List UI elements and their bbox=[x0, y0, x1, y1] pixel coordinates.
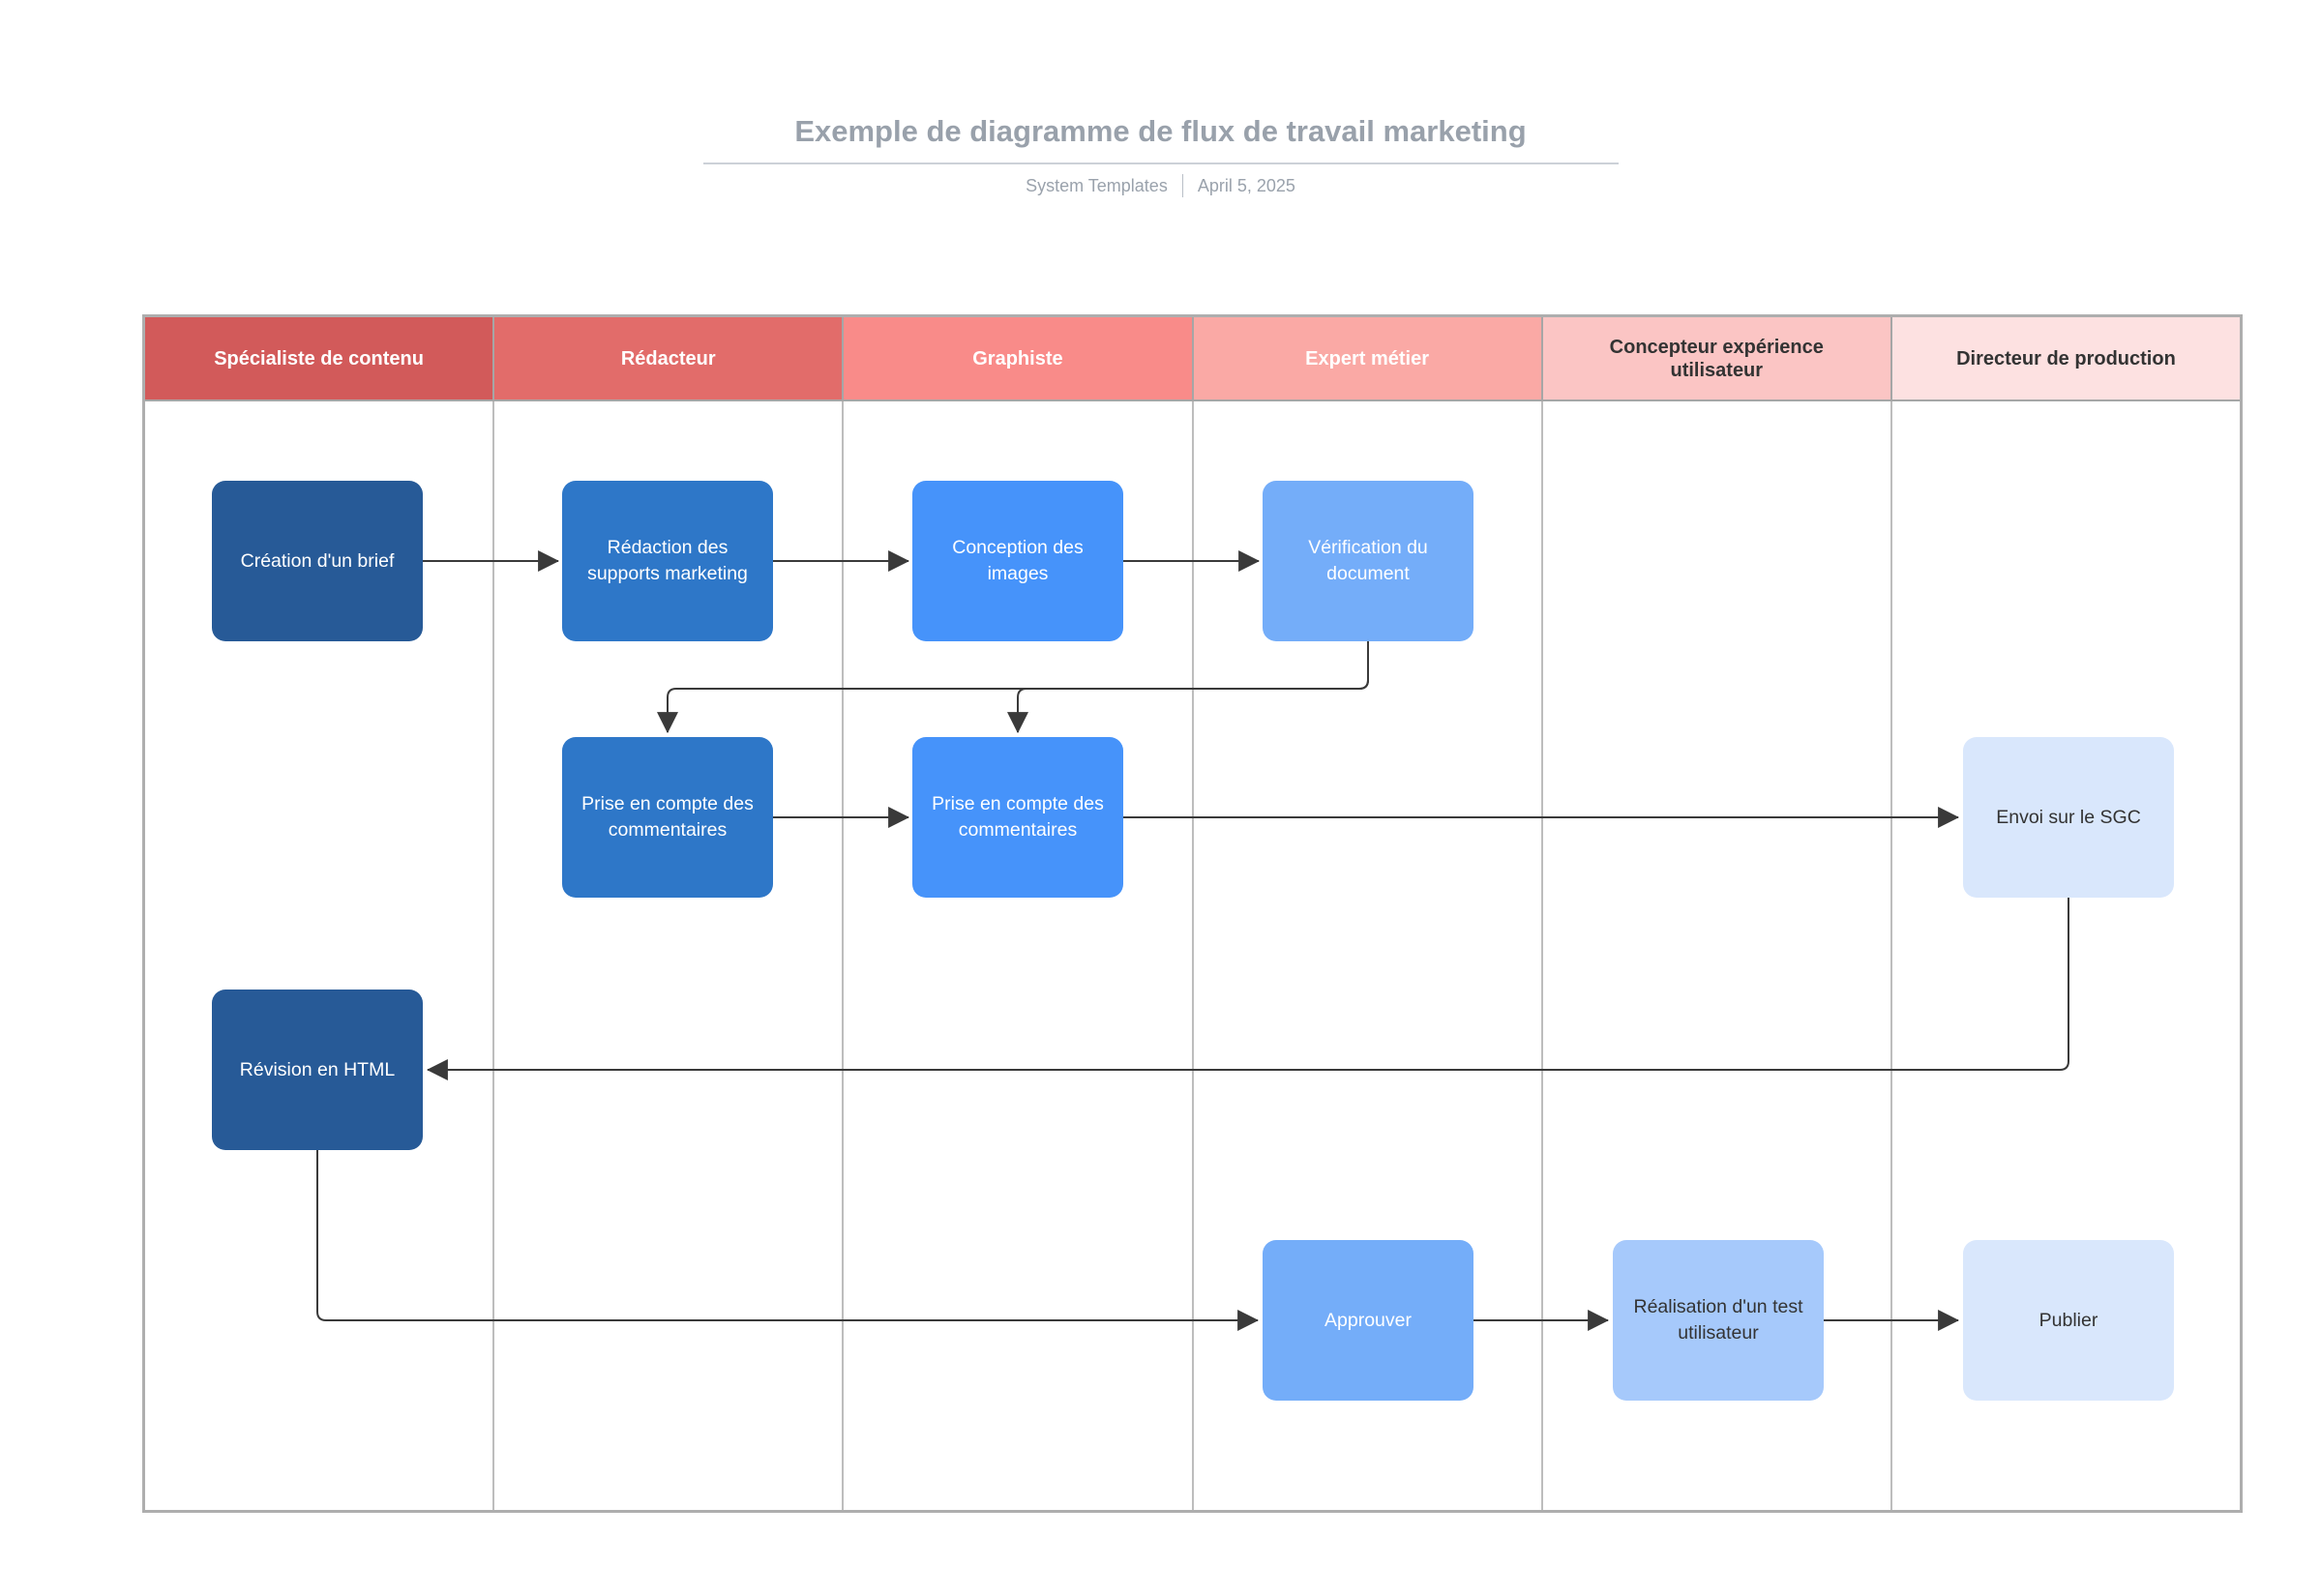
page-title: Exemple de diagramme de flux de travail … bbox=[702, 114, 1619, 164]
lane-header-redacteur[interactable]: Rédacteur bbox=[494, 317, 845, 399]
node-label: Réalisation d'un test utilisateur bbox=[1633, 1296, 1803, 1344]
node-creation-brief[interactable]: Création d'un brief bbox=[212, 481, 423, 641]
node-label: Rédaction des supports marketing bbox=[587, 537, 748, 584]
author-label: System Templates bbox=[1026, 175, 1168, 195]
lane-header-label: Spécialiste de contenu bbox=[214, 347, 424, 369]
lane-header-concepteur-experience-utilisateur[interactable]: Concepteur expérience utilisateur bbox=[1542, 317, 1892, 399]
lane-header-expert-metier[interactable]: Expert métier bbox=[1193, 317, 1543, 399]
node-label: Envoi sur le SGC bbox=[1996, 806, 2141, 828]
node-label: Publier bbox=[2038, 1309, 2098, 1331]
node-redaction-supports[interactable]: Rédaction des supports marketing bbox=[562, 481, 773, 641]
node-realisation-test[interactable]: Réalisation d'un test utilisateur bbox=[1613, 1240, 1824, 1401]
node-prise-commentaires-graphiste[interactable]: Prise en compte des commentaires bbox=[912, 737, 1123, 898]
node-conception-images[interactable]: Conception des images bbox=[912, 481, 1123, 641]
node-envoi-sgc[interactable]: Envoi sur le SGC bbox=[1963, 737, 2174, 898]
node-label: Approuver bbox=[1324, 1309, 1412, 1331]
node-label: Prise en compte des commentaires bbox=[932, 793, 1104, 841]
node-label: Révision en HTML bbox=[239, 1058, 396, 1080]
lane-header-label: Graphiste bbox=[972, 347, 1063, 369]
node-verification-document[interactable]: Vérification du document bbox=[1263, 481, 1473, 641]
lane-header-directeur-de-production[interactable]: Directeur de production bbox=[1891, 317, 2241, 399]
lane-header-label: Directeur de production bbox=[1956, 347, 2176, 369]
lane-header-label: Expert métier bbox=[1305, 347, 1430, 369]
node-label: Vérification du document bbox=[1308, 537, 1428, 584]
date-label: April 5, 2025 bbox=[1197, 175, 1295, 195]
node-revision-html[interactable]: Révision en HTML bbox=[212, 990, 423, 1150]
node-prise-commentaires-redacteur[interactable]: Prise en compte des commentaires bbox=[562, 737, 773, 898]
lane-header-graphiste[interactable]: Graphiste bbox=[844, 317, 1194, 399]
node-label: Prise en compte des commentaires bbox=[581, 793, 754, 841]
lane-header-specialiste-de-contenu[interactable]: Spécialiste de contenu bbox=[145, 317, 495, 399]
subtitle-divider bbox=[1181, 174, 1183, 197]
lane-header-label: Concepteur expérience utilisateur bbox=[1609, 336, 1824, 381]
node-label: Conception des images bbox=[952, 537, 1084, 584]
node-approuver[interactable]: Approuver bbox=[1263, 1240, 1473, 1401]
lane-header-row: Spécialiste de contenu Rédacteur Graphis… bbox=[145, 317, 2241, 401]
node-label: Création d'un brief bbox=[240, 549, 395, 572]
lane-body bbox=[145, 401, 2240, 1510]
node-publier[interactable]: Publier bbox=[1963, 1240, 2174, 1401]
page-subtitle: System Templates April 5, 2025 bbox=[1026, 174, 1295, 197]
swimlane-table: Spécialiste de contenu Rédacteur Graphis… bbox=[142, 314, 2243, 1513]
title-block: Exemple de diagramme de flux de travail … bbox=[0, 114, 2321, 197]
lane-header-label: Rédacteur bbox=[620, 347, 716, 369]
